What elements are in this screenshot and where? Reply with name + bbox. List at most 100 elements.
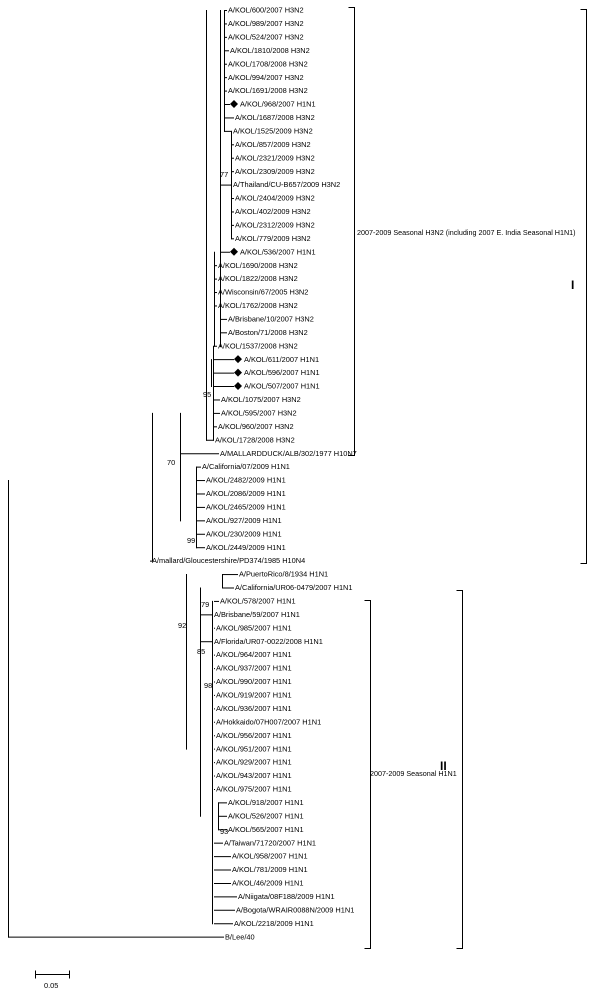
taxon-label: B/Lee/40 bbox=[225, 932, 255, 941]
bootstrap-98: 98 bbox=[204, 681, 212, 690]
taxon-label: A/KOL/951/2007 H1N1 bbox=[216, 744, 292, 753]
taxon-label: A/KOL/985/2007 H1N1 bbox=[216, 623, 292, 632]
taxon-label: A/Wisconsin/67/2005 H3N2 bbox=[218, 288, 308, 297]
taxon-label: A/KOL/964/2007 H1N1 bbox=[216, 650, 292, 659]
taxon-label: A/KOL/929/2007 H1N1 bbox=[216, 758, 292, 767]
taxon-label: A/KOL/857/2009 H3N2 bbox=[235, 140, 311, 149]
taxon-label: A/KOL/968/2007 H1N1 bbox=[240, 100, 316, 109]
taxon-label: A/KOL/919/2007 H1N1 bbox=[216, 691, 292, 700]
clade-labels: 2007-2009 Seasonal H3N2 (including 2007 … bbox=[357, 228, 576, 778]
bracket-group-I bbox=[580, 9, 587, 564]
taxon-label: A/KOL/960/2007 H3N2 bbox=[218, 422, 294, 431]
taxon-label: A/Brisbane/59/2007 H1N1 bbox=[214, 610, 300, 619]
bootstrap-99: 99 bbox=[187, 536, 195, 545]
taxon-label: A/KOL/2321/2009 H3N2 bbox=[235, 153, 315, 162]
taxon-label: A/KOL/2465/2009 H1N1 bbox=[206, 503, 286, 512]
h1n1-markers bbox=[230, 100, 242, 391]
bootstrap-values: 77 95 70 99 79 92 85 98 93 bbox=[167, 170, 228, 836]
taxon-label: A/Bogota/WRAIR0088N/2009 H1N1 bbox=[236, 905, 354, 914]
taxon-label: A/KOL/230/2009 H1N1 bbox=[206, 529, 282, 538]
taxon-label: A/KOL/524/2007 H3N2 bbox=[228, 32, 304, 41]
group-label-I: I bbox=[571, 278, 574, 292]
taxon-label: A/KOL/989/2007 H3N2 bbox=[228, 19, 304, 28]
taxon-label: A/KOL/578/2007 H1N1 bbox=[220, 597, 296, 606]
taxon-label: A/KOL/1728/2008 H3N2 bbox=[215, 435, 295, 444]
taxon-label: A/KOL/1687/2008 H3N2 bbox=[235, 113, 315, 122]
taxon-label: A/KOL/1762/2008 H3N2 bbox=[218, 301, 298, 310]
taxon-label: A/Thailand/CU-B657/2009 H3N2 bbox=[233, 180, 340, 189]
taxon-label: A/California/07/2009 H1N1 bbox=[202, 462, 290, 471]
taxon-label: A/KOL/936/2007 H1N1 bbox=[216, 704, 292, 713]
taxon-label: A/KOL/937/2007 H1N1 bbox=[216, 664, 292, 673]
taxon-label: A/mallard/Gloucestershire/PD374/1985 H10… bbox=[152, 556, 305, 565]
taxon-label: A/MALLARDDUCK/ALB/302/1977 H10N7 bbox=[220, 449, 357, 458]
taxon-label: A/KOL/2404/2009 H3N2 bbox=[235, 194, 315, 203]
taxon-label: A/PuertoRico/8/1934 H1N1 bbox=[239, 570, 328, 579]
taxon-label: A/Brisbane/10/2007 H3N2 bbox=[228, 314, 314, 323]
taxon-label: A/California/UR06-0479/2007 H1N1 bbox=[235, 583, 353, 592]
taxon-label: A/KOL/781/2009 H1N1 bbox=[232, 865, 308, 874]
taxon-label: A/KOL/2312/2009 H3N2 bbox=[235, 220, 315, 229]
taxon-label: A/KOL/958/2007 H1N1 bbox=[232, 852, 308, 861]
scale-bar: 0.05 bbox=[35, 970, 70, 990]
taxon-label: A/KOL/2309/2009 H3N2 bbox=[235, 167, 315, 176]
bootstrap-95: 95 bbox=[203, 390, 211, 399]
clade-label-h1n1: 2007-2009 Seasonal H1N1 bbox=[370, 769, 457, 778]
taxon-label: A/KOL/1690/2008 H3N2 bbox=[218, 261, 298, 270]
taxon-label: A/KOL/1537/2008 H3N2 bbox=[218, 341, 298, 350]
taxon-label: A/Taiwan/71720/2007 H1N1 bbox=[224, 838, 316, 847]
h1n1-marker-icon bbox=[234, 355, 242, 364]
bootstrap-93: 93 bbox=[220, 827, 228, 836]
taxon-label: A/KOL/565/2007 H1N1 bbox=[228, 825, 304, 834]
h1n1-marker-icon bbox=[234, 368, 242, 377]
taxon-label: A/KOL/943/2007 H1N1 bbox=[216, 771, 292, 780]
taxon-label: A/Florida/UR07-0022/2008 H1N1 bbox=[214, 637, 323, 646]
taxon-label: A/KOL/611/2007 H1N1 bbox=[244, 355, 319, 364]
bootstrap-77: 77 bbox=[220, 170, 228, 179]
taxon-label: A/KOL/595/2007 H3N2 bbox=[221, 409, 297, 418]
scale-bar-line bbox=[35, 970, 70, 979]
group-label-II: II bbox=[440, 759, 447, 773]
taxon-label: A/KOL/1075/2007 H3N2 bbox=[221, 395, 301, 404]
taxon-label: A/KOL/956/2007 H1N1 bbox=[216, 731, 292, 740]
clade-label-h3n2: 2007-2009 Seasonal H3N2 (including 2007 … bbox=[357, 228, 576, 237]
taxon-label: A/KOL/402/2009 H3N2 bbox=[235, 207, 311, 216]
h1n1-marker-icon bbox=[234, 382, 242, 391]
scale-bar-label: 0.05 bbox=[44, 981, 58, 990]
taxon-label: A/KOL/536/2007 H1N1 bbox=[240, 247, 316, 256]
bootstrap-79: 79 bbox=[201, 600, 209, 609]
taxon-label: A/KOL/526/2007 H1N1 bbox=[228, 811, 304, 820]
tree-branches bbox=[8, 10, 238, 938]
taxon-label: A/KOL/2086/2009 H1N1 bbox=[206, 489, 286, 498]
taxon-label: A/KOL/1810/2008 H3N2 bbox=[230, 46, 310, 55]
bootstrap-92: 92 bbox=[178, 621, 186, 630]
taxon-label: A/KOL/2218/2009 H1N1 bbox=[234, 919, 314, 928]
taxon-label: A/KOL/975/2007 H1N1 bbox=[216, 785, 292, 794]
taxon-label: A/KOL/1822/2008 H3N2 bbox=[218, 274, 298, 283]
bootstrap-85: 85 bbox=[197, 647, 205, 656]
taxon-label: A/Boston/71/2008 H3N2 bbox=[228, 328, 308, 337]
taxon-label: A/KOL/1525/2009 H3N2 bbox=[233, 126, 313, 135]
taxon-label: A/KOL/990/2007 H1N1 bbox=[216, 677, 292, 686]
h1n1-marker-icon bbox=[230, 100, 238, 109]
taxon-label: A/KOL/1691/2008 H3N2 bbox=[228, 86, 308, 95]
bootstrap-70: 70 bbox=[167, 458, 175, 467]
taxon-label: A/KOL/1708/2008 H3N2 bbox=[228, 59, 308, 68]
bracket-h1n1 bbox=[364, 600, 371, 949]
taxon-label: A/Hokkaido/07H007/2007 H1N1 bbox=[216, 717, 321, 726]
taxon-label: A/KOL/918/2007 H1N1 bbox=[228, 798, 304, 807]
bracket-group-II bbox=[456, 590, 463, 949]
bracket-h3n2 bbox=[348, 7, 355, 456]
taxon-label: A/KOL/779/2009 H3N2 bbox=[235, 234, 311, 243]
taxon-label: A/KOL/2482/2009 H1N1 bbox=[206, 476, 286, 485]
taxon-label: A/KOL/927/2009 H1N1 bbox=[206, 516, 282, 525]
taxon-label: A/KOL/596/2007 H1N1 bbox=[244, 368, 320, 377]
taxon-label: A/KOL/600/2007 H3N2 bbox=[228, 6, 304, 15]
taxon-label: A/KOL/507/2007 H1N1 bbox=[244, 382, 320, 391]
taxon-label: A/KOL/2449/2009 H1N1 bbox=[206, 543, 286, 552]
h1n1-marker-icon bbox=[230, 247, 238, 256]
taxon-label: A/KOL/46/2009 H1N1 bbox=[232, 879, 304, 888]
clade-brackets bbox=[348, 7, 587, 949]
